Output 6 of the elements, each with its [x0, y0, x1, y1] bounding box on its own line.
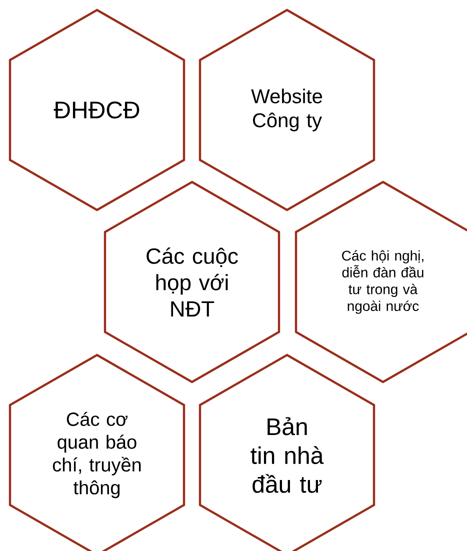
- hexagon: Website Công ty: [198, 8, 376, 212]
- hexagon: ĐHĐCĐ: [8, 8, 186, 212]
- hexagon: Các cuộc họp với NĐT: [104, 180, 280, 384]
- hexagon: Bản tin nhà đầu tư: [198, 354, 376, 551]
- hexagon: Các cơ quan báo chí, truyền thông: [8, 354, 186, 551]
- hexagon: Các hội nghị, diễn đàn đầu tư trong và ngoài nước: [294, 180, 467, 384]
